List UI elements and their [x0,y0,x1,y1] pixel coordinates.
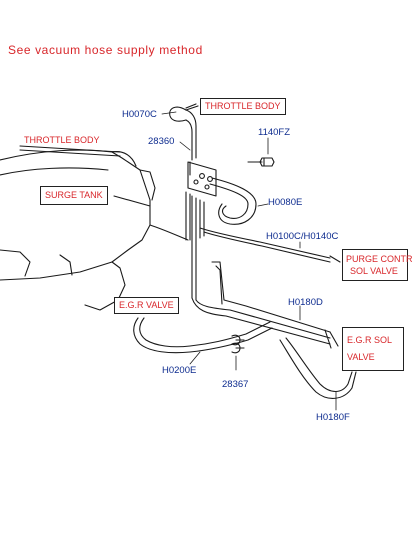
surge-tank-outline [0,149,189,311]
throttle-body-pointer [19,145,121,157]
part-1140fz: 1140FZ [258,127,291,138]
label-purge-control-line1: PURGE CONTROL [346,254,412,264]
hose-h0200e [133,317,273,354]
bracket-28360 [187,161,217,197]
label-egr-sol-valve: E.G.R SOL VALVE [342,327,404,372]
part-h0180f: H0180F [316,412,350,423]
clip-28367 [231,334,245,354]
part-28367: 28367 [222,379,249,390]
part-h0080e: H0080E [268,197,303,208]
label-surge-tank: SURGE TANK [40,186,108,205]
hose-h0070c [169,103,199,161]
part-h0180d: H0180D [288,297,323,308]
label-egr-sol-line1: E.G.R SOL [347,335,393,345]
label-egr-sol-line2: VALVE [347,352,375,363]
part-h0070c: H0070C [122,109,157,120]
label-egr-valve: E.G.R VALVE [114,297,179,314]
vertical-hoses [185,191,205,301]
label-throttle-body: THROTTLE BODY [24,135,100,145]
leader-lines [161,111,337,411]
bolt-1140fz [247,157,275,167]
part-h0200e: H0200E [162,365,197,376]
hose-h0180d [191,261,339,349]
hose-h0100c [199,227,341,263]
label-purge-control: PURGE CONTROL SOL VALVE [342,249,412,282]
note-text: See vacuum hose supply method [8,43,203,57]
part-h0100c-h0140c: H0100C/H0140C [266,231,339,242]
hose-h0080e [209,177,257,225]
label-purge-control-line2: SOL VALVE [350,266,398,277]
label-throttle-body-box: THROTTLE BODY [200,98,286,115]
surge-tank-leader [113,195,151,207]
part-28360: 28360 [148,136,175,147]
hose-h0180f [279,337,357,399]
